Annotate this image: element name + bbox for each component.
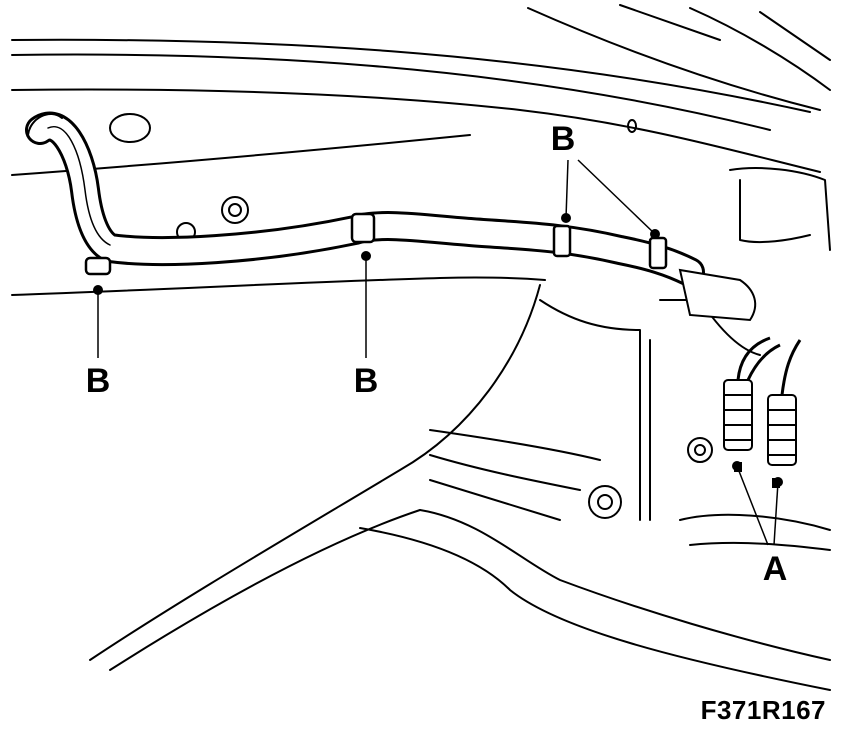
connector-left bbox=[723, 379, 753, 451]
harness-centerline bbox=[47, 125, 111, 246]
callout-a: A bbox=[763, 550, 788, 588]
harness-fill bbox=[28, 114, 702, 284]
clamp-b-middle bbox=[350, 212, 376, 244]
panel-holes bbox=[109, 113, 713, 519]
dot-b-left bbox=[93, 285, 103, 295]
clamp-b-top-2 bbox=[648, 236, 668, 270]
leader-b-top-2 bbox=[577, 159, 656, 235]
callout-b-left: B bbox=[86, 362, 111, 400]
body-panel-lines bbox=[11, 4, 831, 691]
connector-boot bbox=[678, 268, 757, 322]
clamp-b-left bbox=[84, 256, 112, 276]
dot-a-1 bbox=[732, 461, 742, 471]
grommet-hole-5 bbox=[687, 437, 713, 463]
grommet-hole-1 bbox=[221, 196, 249, 224]
clamp-b-top-1 bbox=[552, 224, 572, 258]
leader-a-2 bbox=[773, 481, 779, 546]
callout-b-middle: B bbox=[354, 362, 379, 400]
callout-labels: B B B A bbox=[86, 120, 788, 588]
dot-b-top-2 bbox=[650, 229, 660, 239]
leader-a-1 bbox=[736, 465, 769, 546]
connectors bbox=[678, 268, 802, 488]
leader-b-top-1 bbox=[565, 159, 569, 219]
leader-lines bbox=[97, 159, 779, 546]
dot-b-middle bbox=[361, 251, 371, 261]
leader-dots bbox=[93, 213, 783, 487]
grommet-hole-3 bbox=[109, 113, 151, 143]
figure-code: F371R167 bbox=[700, 695, 826, 725]
connector-right bbox=[767, 394, 797, 466]
connector-wires bbox=[736, 336, 802, 396]
small-slot bbox=[627, 119, 637, 133]
hose-end-cap bbox=[27, 113, 63, 136]
hose-harness bbox=[25, 111, 705, 287]
callout-b-top: B bbox=[551, 120, 576, 158]
dot-a-2 bbox=[773, 477, 783, 487]
harness-clamps bbox=[84, 212, 668, 276]
grommet-hole-4 bbox=[588, 485, 622, 519]
dot-b-top-1 bbox=[561, 213, 571, 223]
